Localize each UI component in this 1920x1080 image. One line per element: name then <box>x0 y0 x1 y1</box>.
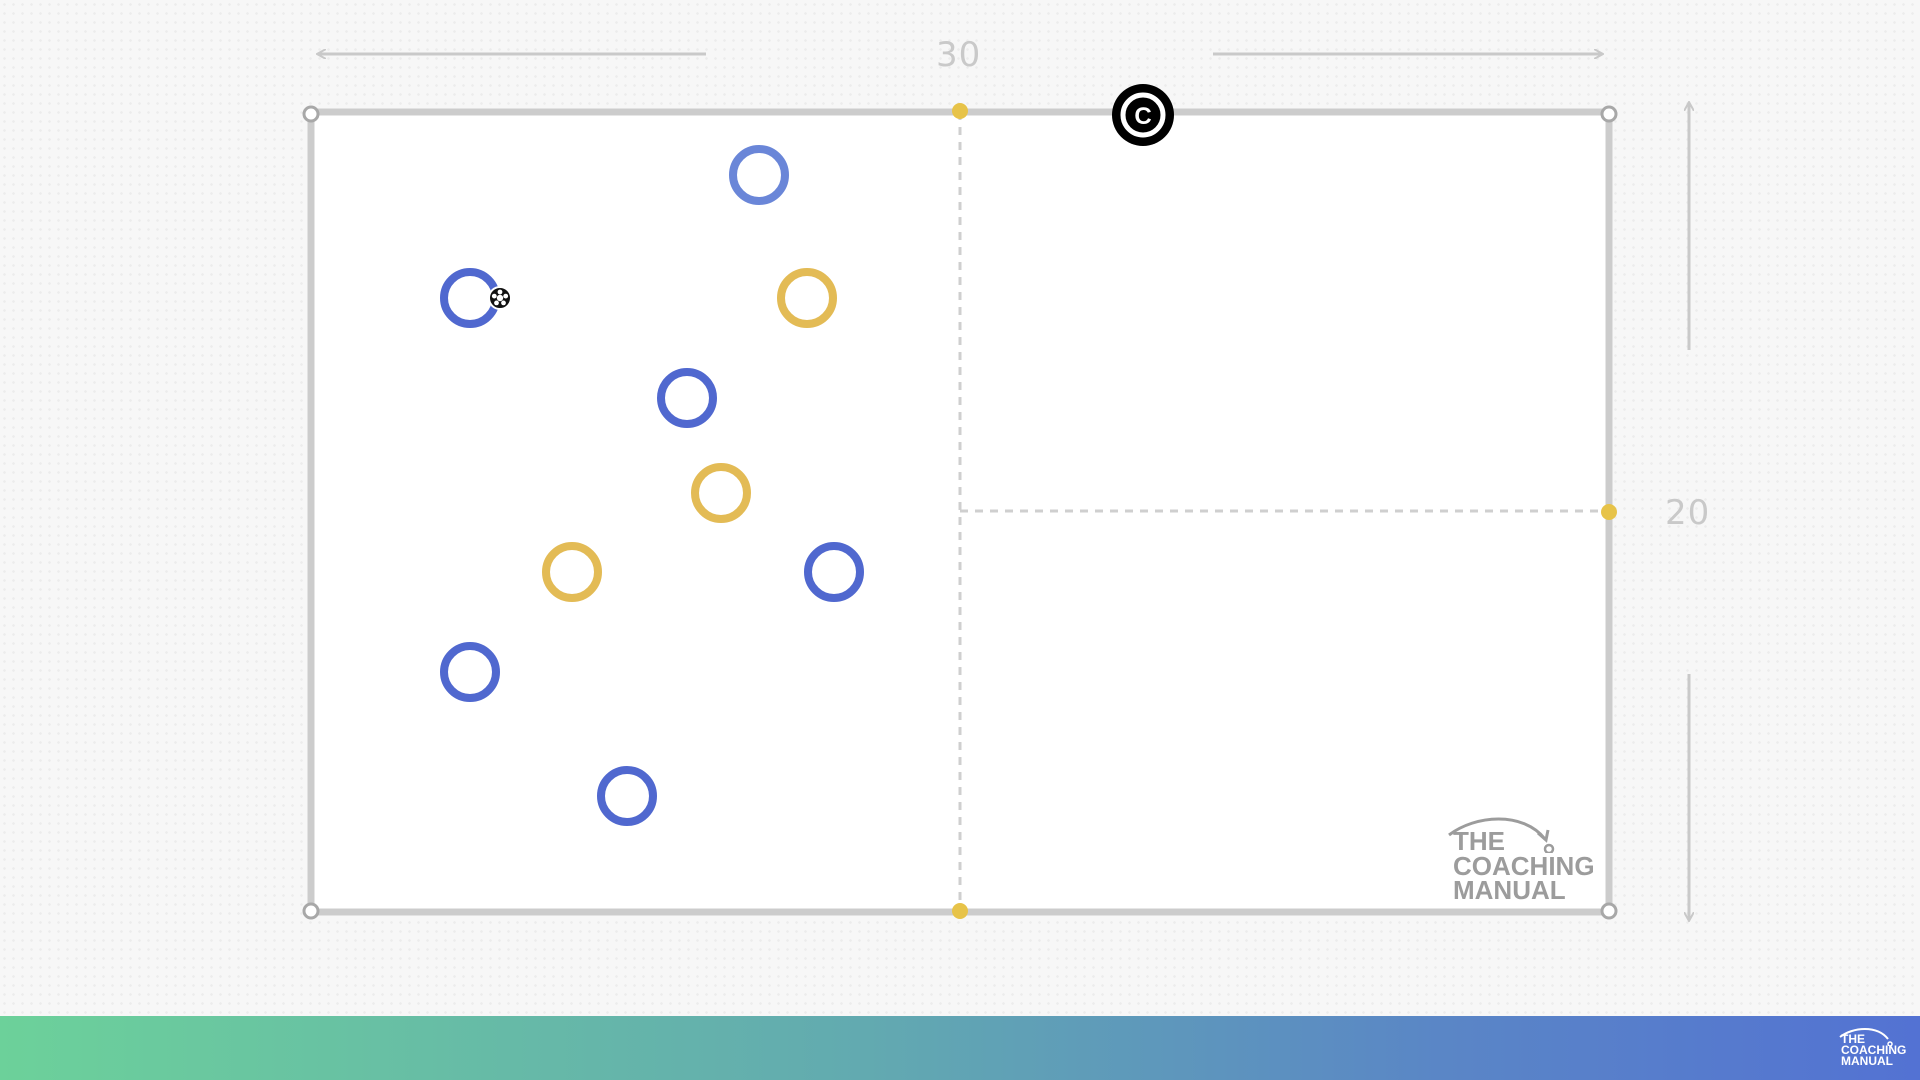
player-blue <box>657 368 717 428</box>
footer-logo-arc-icon <box>1839 1028 1893 1046</box>
coach-label: C <box>1134 103 1151 130</box>
player-blue <box>597 766 657 826</box>
corner-marker <box>302 105 320 123</box>
footer-logo-line: THE <box>1841 1032 1865 1046</box>
player-yellow <box>777 268 837 328</box>
logo-arc-icon <box>1448 817 1555 853</box>
corner-marker <box>1600 105 1618 123</box>
player-blue <box>729 145 789 205</box>
logo-line: THE <box>1453 826 1505 856</box>
footer-logo-line: MANUAL <box>1841 1053 1893 1068</box>
corner-marker <box>1600 902 1618 920</box>
footer-gradient-bar <box>0 1016 1920 1080</box>
player-blue <box>804 542 864 602</box>
footer-logo-line: COACHING <box>1841 1042 1907 1057</box>
cone-marker <box>1601 504 1617 520</box>
coach-marker: C <box>1112 84 1174 146</box>
coaching-manual-logo: THE COACHING MANUAL <box>1448 817 1595 906</box>
height-dimension-label: 20 <box>1665 493 1711 533</box>
footer-logo: THE COACHING MANUAL <box>1839 1028 1907 1068</box>
cone-marker <box>952 903 968 919</box>
logo-line: COACHING <box>1453 850 1595 881</box>
cone-marker <box>952 103 968 119</box>
player-yellow <box>691 463 751 523</box>
player-blue <box>440 642 500 702</box>
logo-line: MANUAL <box>1453 875 1566 906</box>
corner-marker <box>302 902 320 920</box>
player-yellow <box>542 542 602 602</box>
width-dimension-label: 30 <box>936 35 982 75</box>
soccer-ball-icon <box>488 286 512 310</box>
